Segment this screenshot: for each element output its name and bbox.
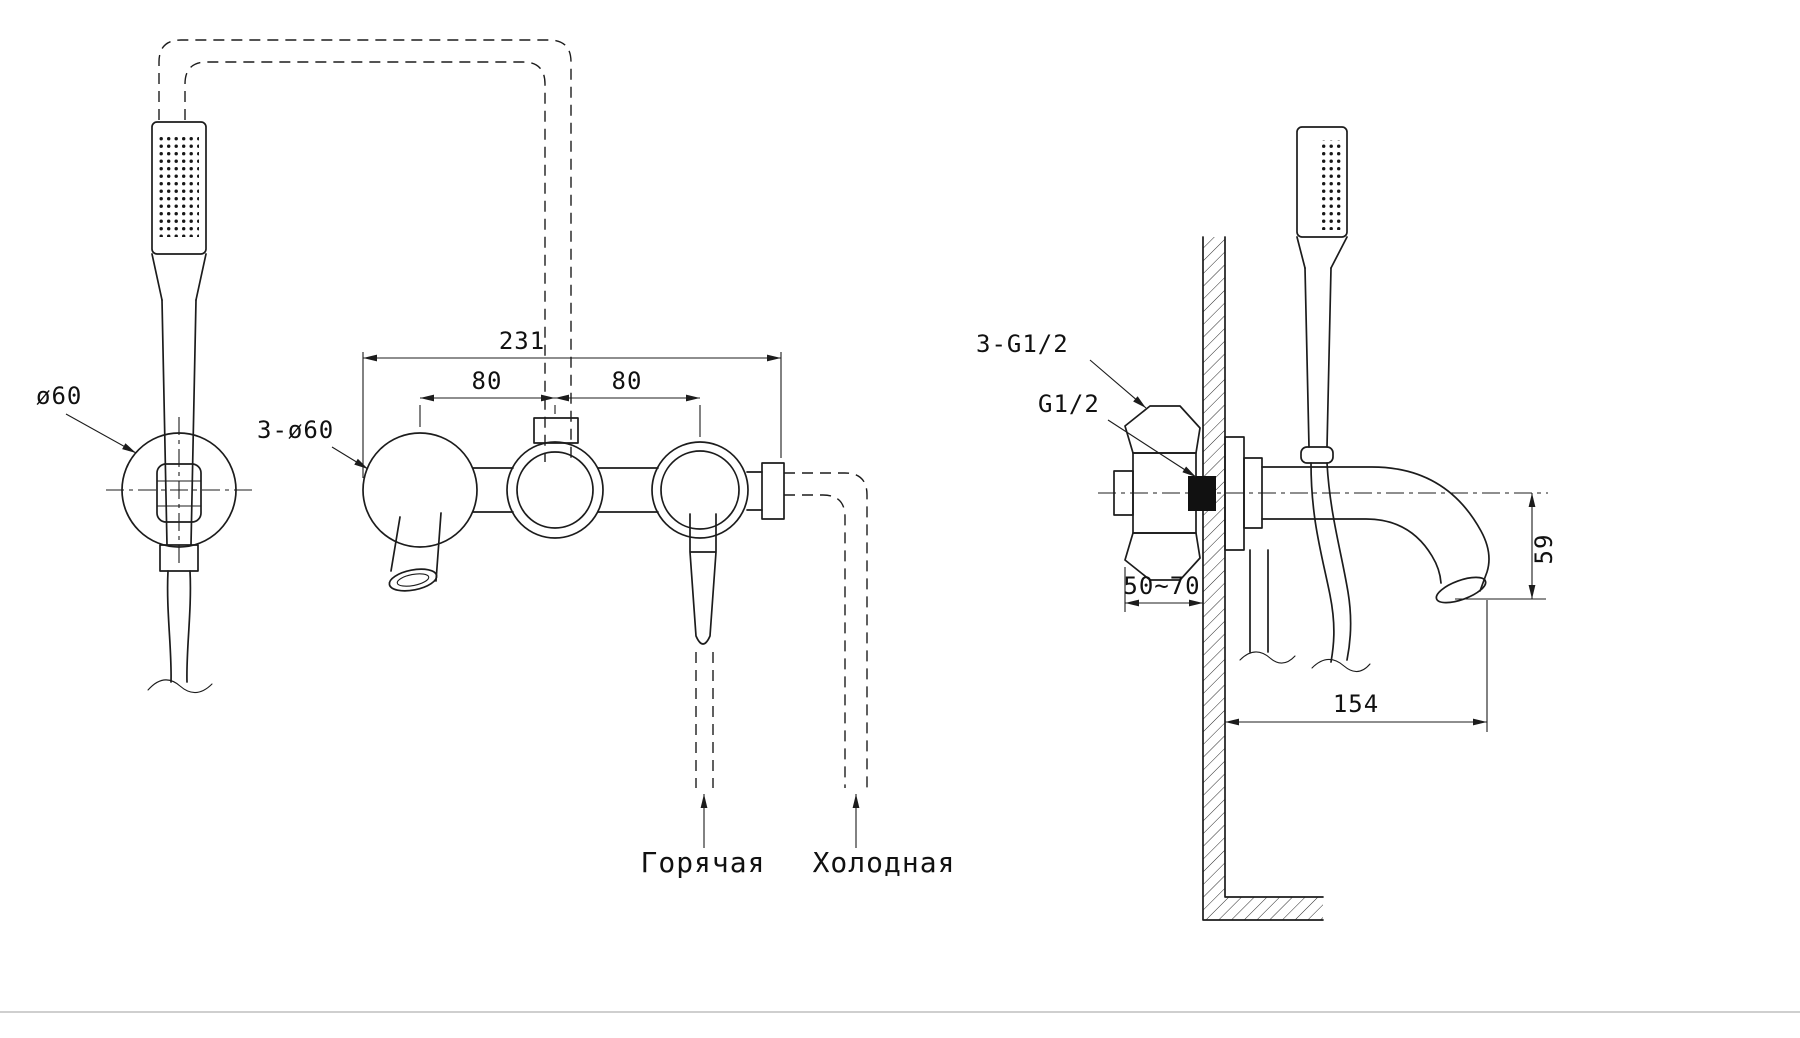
lever-handle <box>689 513 717 645</box>
cold-supply-label: Холодная <box>813 846 956 879</box>
shower-hose <box>166 570 192 683</box>
spray-face-dots-side <box>1322 140 1342 230</box>
hot-supply-label: Горячая <box>640 846 765 879</box>
shower-handle-side <box>1304 267 1332 448</box>
spout-opening <box>388 568 438 592</box>
shower-head-taper-side <box>1296 236 1348 269</box>
dim5070-label: 50~70 <box>1123 572 1200 600</box>
spout-opening-inner <box>396 573 430 587</box>
shower-hose-side <box>1310 462 1352 663</box>
body-connectors <box>472 467 763 513</box>
shower-handle <box>161 299 197 546</box>
spout-side-opening <box>1435 576 1487 604</box>
spout-hub <box>1243 457 1263 529</box>
escutcheon-count-label: 3-ø60 <box>257 416 334 444</box>
cold-inlet-block <box>761 462 785 520</box>
shower-head-side <box>1296 126 1348 238</box>
dim231-label: 231 <box>499 327 545 355</box>
spout-escutcheon <box>362 432 478 548</box>
bracket-centerlines <box>106 417 252 563</box>
g12-seal-block <box>1188 476 1216 511</box>
dia60-leader-arrow <box>65 413 137 454</box>
bracket-clamp <box>156 463 202 523</box>
mixer-side-view: 50~70 59 154 3-G1/2 G1/2 <box>976 126 1558 921</box>
floor-hatch <box>1225 897 1323 920</box>
spray-face-dots <box>159 135 199 237</box>
dim80-extension-lines <box>419 405 701 437</box>
handshower-front-view: ø60 <box>36 39 572 694</box>
dim154-label: 154 <box>1333 690 1379 718</box>
outlet-pipe-break-line <box>1239 651 1296 664</box>
hose-break-line-side <box>1311 658 1371 673</box>
valve-inlet-stub <box>1113 470 1134 516</box>
hose-hidden-line-inner <box>184 61 546 462</box>
hose-break-line <box>147 679 213 694</box>
thread-count-label: 3-G1/2 <box>976 330 1069 358</box>
outlet-thread-label: G1/2 <box>1038 390 1100 418</box>
diverter-escutcheon <box>506 441 604 539</box>
dim80-left-label: 80 <box>472 367 503 395</box>
wall-hatch <box>1203 237 1225 920</box>
hot-supply-hidden-lines <box>695 652 714 788</box>
cold-supply-hidden-lines <box>784 472 868 788</box>
shower-head-taper <box>151 253 207 301</box>
handle-inner-ring <box>660 450 740 530</box>
spout-side-bottom <box>1261 518 1442 584</box>
hose-hidden-line-outer <box>158 39 572 462</box>
dim80-right-label: 80 <box>612 367 643 395</box>
bracket-clamp-lines <box>156 480 202 507</box>
diverter-outlet-block <box>533 417 579 444</box>
mixer-front-view: 231 80 80 3-ø60 Горячая Холодная <box>257 327 956 879</box>
shower-holder-side <box>1300 446 1334 464</box>
escutcheon-leader-arrow <box>331 446 369 470</box>
outlet-pipe-side <box>1249 549 1269 653</box>
valve-lower-union <box>1124 532 1201 581</box>
dim59-label: 59 <box>1530 534 1558 565</box>
dim231-extension-lines <box>362 352 782 478</box>
shower-head <box>151 121 207 255</box>
diverter-inner-ring <box>516 451 594 529</box>
spout-front <box>390 512 442 582</box>
dia60-label: ø60 <box>36 382 82 410</box>
wall-section-edges <box>1202 236 1324 921</box>
valve-upper-union <box>1124 405 1201 454</box>
handle-escutcheon <box>651 441 749 539</box>
outlet-thread-leader-arrow <box>1107 419 1197 478</box>
spout-side-top <box>1261 466 1490 592</box>
thread-count-leader-arrow <box>1089 359 1147 409</box>
